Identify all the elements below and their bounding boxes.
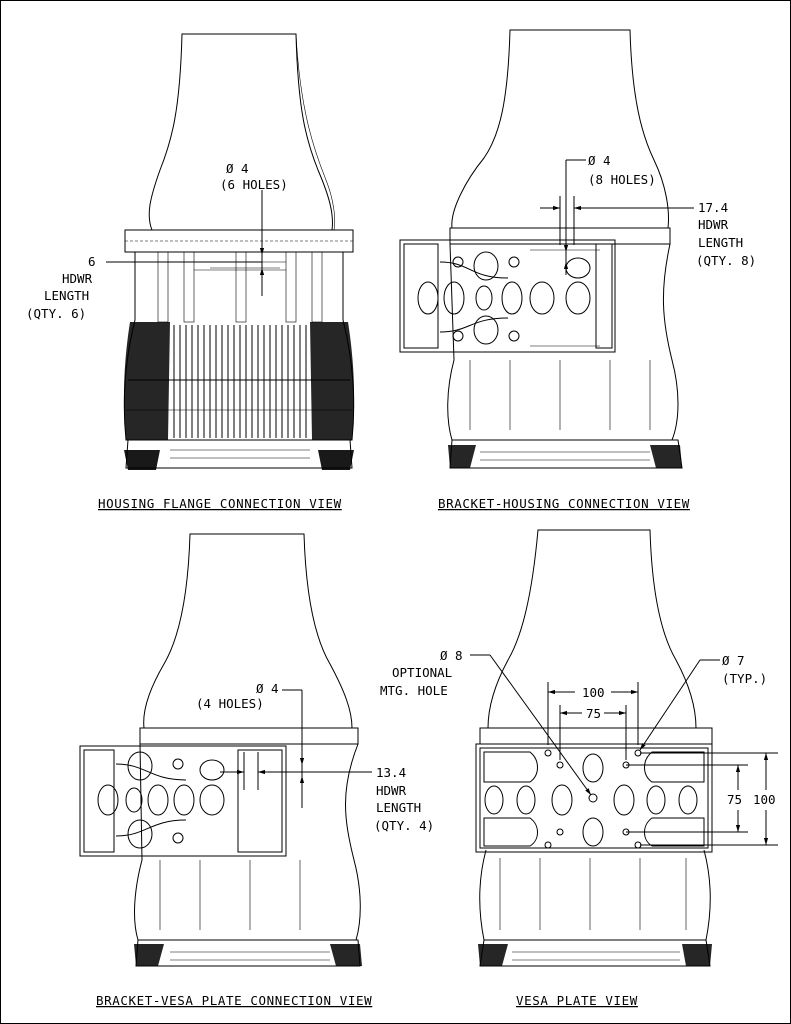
- vp-dim-v-100: 100: [753, 792, 776, 807]
- housing-body: [478, 727, 713, 967]
- mounting-bracket: [399, 239, 616, 353]
- housing-flange-dimensions: [106, 190, 280, 296]
- bracket-housing-view: Ø 4 (8 HOLES) 17.4 HDWR LENGTH (QTY. 8) …: [399, 29, 756, 511]
- bracket-vesa-dimensions: [220, 689, 372, 808]
- light-engine-base: [124, 439, 354, 470]
- bh-view-title: BRACKET-HOUSING CONNECTION VIEW: [438, 496, 690, 511]
- bh-hole-count: (8 HOLES): [588, 172, 656, 187]
- hf-hdwr-line1: HDWR: [62, 271, 93, 286]
- housing-body: [447, 227, 683, 469]
- vesa-plate-view: Ø 8 OPTIONAL MTG. HOLE Ø 7 (TYP.) 100 75…: [380, 529, 778, 1008]
- mounting-bracket: [79, 745, 287, 857]
- lamp-dome: [148, 33, 336, 231]
- bv-hole-count: (4 HOLES): [196, 696, 264, 711]
- bh-hdwr-line2: LENGTH: [698, 235, 743, 250]
- vp-dim-v-75: 75: [727, 792, 742, 807]
- vp-opt-dia: Ø 8: [440, 648, 463, 663]
- hf-hdwr-line2: LENGTH: [44, 288, 89, 303]
- bv-hdwr-line1: HDWR: [376, 783, 407, 798]
- bv-hdwr-qty: (QTY. 4): [374, 818, 434, 833]
- bv-hdwr-value: 13.4: [376, 765, 406, 780]
- hf-view-title: HOUSING FLANGE CONNECTION VIEW: [98, 496, 342, 511]
- bh-hdwr-line1: HDWR: [698, 217, 729, 232]
- vesa-plate: [475, 743, 713, 853]
- hf-hdwr-value: 6: [88, 254, 96, 269]
- hf-hole-dia: Ø 4: [226, 161, 249, 176]
- vp-view-title: VESA PLATE VIEW: [516, 993, 638, 1008]
- hf-hole-count: (6 HOLES): [220, 177, 288, 192]
- bv-hole-dia: Ø 4: [256, 681, 279, 696]
- hf-hdwr-qty: (QTY. 6): [26, 306, 86, 321]
- bh-hdwr-value: 17.4: [698, 200, 728, 215]
- bv-view-title: BRACKET-VESA PLATE CONNECTION VIEW: [96, 993, 372, 1008]
- vp-dim-h-75: 75: [586, 706, 601, 721]
- vp-opt-line2: MTG. HOLE: [380, 683, 448, 698]
- bracket-vesa-view: Ø 4 (4 HOLES) 13.4 HDWR LENGTH (QTY. 4) …: [79, 533, 434, 1008]
- vesa-plate-dimensions: [470, 654, 778, 846]
- housing-body: [134, 727, 362, 967]
- heatsink-fins: [123, 322, 355, 440]
- bracket-housing-dimensions: [540, 159, 694, 275]
- bv-hdwr-line2: LENGTH: [376, 800, 421, 815]
- bh-hole-dia: Ø 4: [588, 153, 611, 168]
- vp-typ-note: (TYP.): [722, 671, 767, 686]
- vp-typ-dia: Ø 7: [722, 653, 745, 668]
- vp-opt-line1: OPTIONAL: [392, 665, 452, 680]
- bh-hdwr-qty: (QTY. 8): [696, 253, 756, 268]
- housing-flange-view: Ø 4 (6 HOLES) 6 HDWR LENGTH (QTY. 6) HOU…: [26, 33, 355, 511]
- vp-dim-h-100: 100: [582, 685, 605, 700]
